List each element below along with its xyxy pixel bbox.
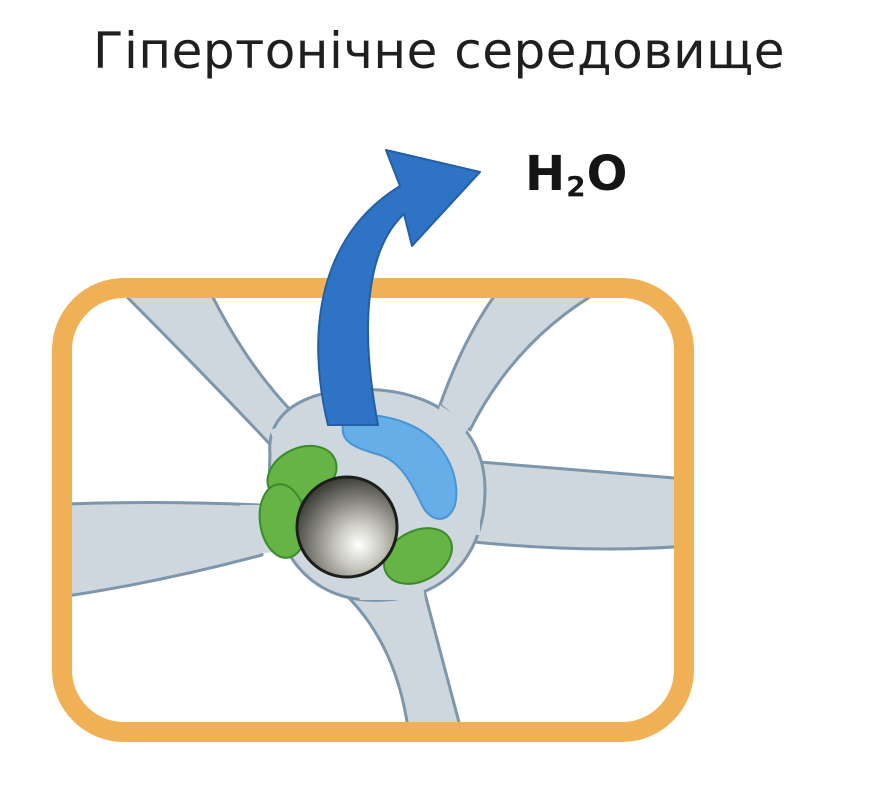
nucleus — [295, 475, 399, 579]
water-formula: H2O — [525, 150, 627, 201]
cytoplasm-strand-right — [453, 458, 684, 551]
cytoplasm-strand-bottom — [333, 573, 467, 732]
cytoplasm-strand-top-right — [438, 288, 622, 432]
chloroplast-right — [383, 527, 453, 585]
cell-wall — [52, 278, 694, 742]
vacuole — [341, 414, 458, 520]
cytoplasm-strand-left — [62, 501, 264, 602]
water-outflow-arrow-icon — [317, 149, 481, 426]
formula-subscript: 2 — [566, 170, 586, 203]
diagram-title: Гіпертонічне середовище — [93, 22, 785, 80]
formula-element: H — [525, 146, 566, 202]
formula-suffix: O — [586, 146, 628, 202]
